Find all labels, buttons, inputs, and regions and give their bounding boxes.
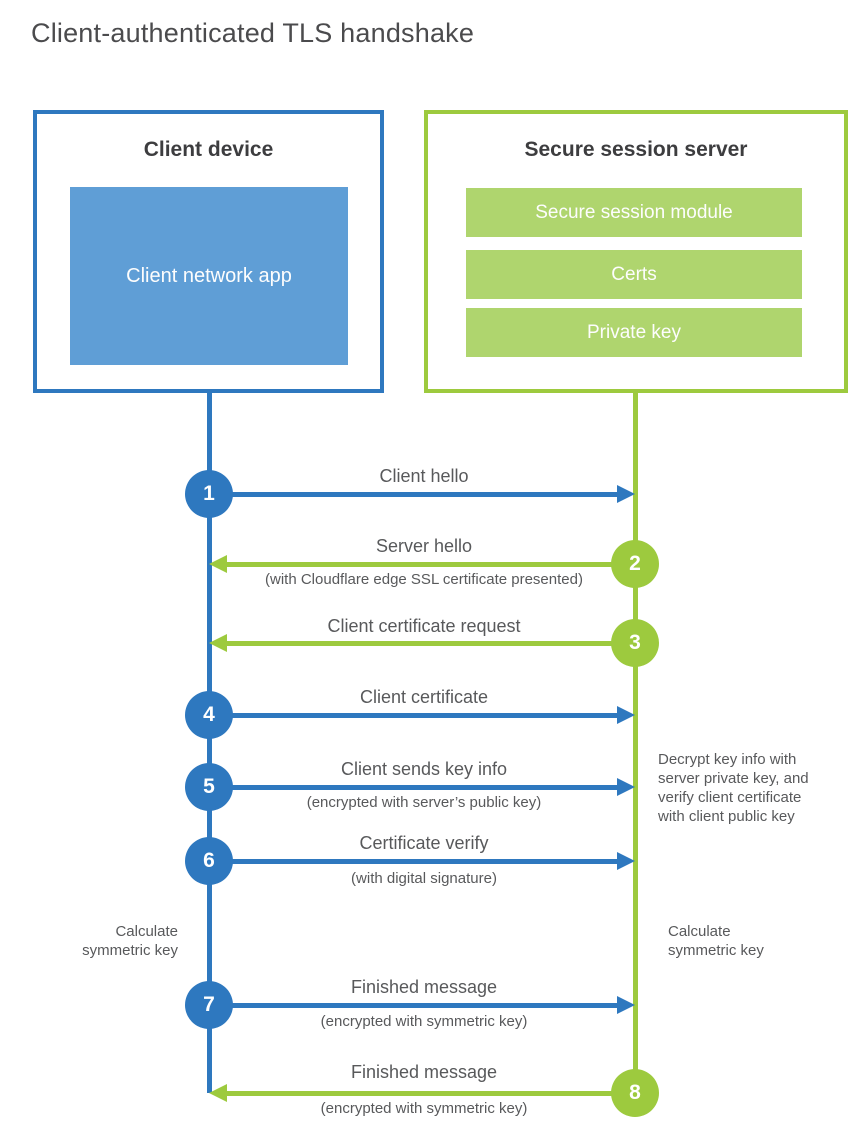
- step-badge: 7: [185, 981, 233, 1029]
- server-module-secure-session: Secure session module: [466, 188, 802, 237]
- page-title: Client-authenticated TLS handshake: [31, 18, 475, 48]
- server-lifeline: [633, 393, 638, 1093]
- arrow-line: [209, 713, 617, 718]
- arrow-right-icon: [617, 852, 635, 870]
- arrow-right-icon: [617, 778, 635, 796]
- arrow-line: [209, 785, 617, 790]
- arrow-left-icon: [209, 634, 227, 652]
- step-label: Finished message: [350, 977, 498, 997]
- client-calculate-key-note: Calculate symmetric key: [82, 923, 178, 959]
- server-module-label: Private key: [587, 321, 681, 343]
- step-badge: 4: [185, 691, 233, 739]
- step-badge: 8: [611, 1069, 659, 1117]
- step-badge: 5: [185, 763, 233, 811]
- step-sublabel: (encrypted with server’s public key): [306, 794, 542, 811]
- server-decrypt-note: Decrypt key info with server private key…: [658, 751, 809, 825]
- client-device-box: Client device Client network app: [33, 110, 384, 393]
- client-network-app-module: Client network app: [70, 187, 348, 365]
- arrow-line: [227, 562, 635, 567]
- arrow-right-icon: [617, 485, 635, 503]
- secure-session-server-title: Secure session server: [524, 138, 748, 161]
- server-module-label: Secure session module: [535, 201, 733, 223]
- client-lifeline: [207, 393, 212, 1093]
- step-sublabel: (with digital signature): [351, 870, 497, 887]
- step-sublabel: (encrypted with symmetric key): [320, 1013, 528, 1030]
- step-badge: 3: [611, 619, 659, 667]
- server-module-label: Certs: [611, 263, 657, 285]
- step-label: Certificate verify: [359, 833, 489, 853]
- arrow-left-icon: [209, 1084, 227, 1102]
- step-badge: 2: [611, 540, 659, 588]
- step-label: Client sends key info: [340, 759, 508, 779]
- step-badge: 6: [185, 837, 233, 885]
- server-module-certs: Certs: [466, 250, 802, 299]
- server-calculate-key-note: Calculate symmetric key: [668, 923, 764, 959]
- arrow-line: [209, 859, 617, 864]
- step-label: Client hello: [379, 466, 469, 486]
- secure-session-server-box: Secure session server Secure session mod…: [424, 110, 848, 393]
- arrow-left-icon: [209, 555, 227, 573]
- arrow-line: [227, 641, 635, 646]
- server-module-private-key: Private key: [466, 308, 802, 357]
- step-label: Server hello: [375, 536, 473, 556]
- client-device-title: Client device: [143, 138, 274, 161]
- step-label: Client certificate request: [327, 616, 521, 636]
- step-badge: 1: [185, 470, 233, 518]
- client-network-app-label: Client network app: [126, 265, 292, 287]
- arrow-right-icon: [617, 996, 635, 1014]
- arrow-line: [227, 1091, 635, 1096]
- arrow-line: [209, 492, 617, 497]
- arrow-right-icon: [617, 706, 635, 724]
- step-sublabel: (with Cloudflare edge SSL certificate pr…: [265, 571, 583, 588]
- arrow-line: [209, 1003, 617, 1008]
- step-label: Finished message: [350, 1062, 498, 1082]
- step-label: Client certificate: [359, 687, 489, 707]
- step-sublabel: (encrypted with symmetric key): [320, 1100, 528, 1117]
